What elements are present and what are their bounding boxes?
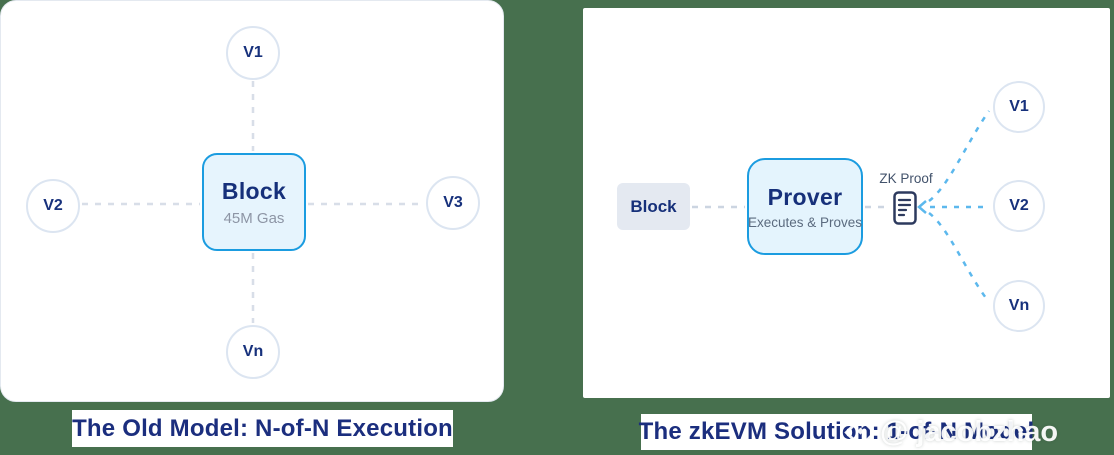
block-label: Block bbox=[630, 196, 677, 216]
validator-label: V1 bbox=[1009, 98, 1029, 115]
validator-node-vn: Vn bbox=[226, 325, 280, 379]
old-model-caption: The Old Model: N-of-N Execution bbox=[72, 410, 453, 447]
prover-node: Prover Executes & Proves bbox=[747, 158, 863, 255]
prover-title: Prover bbox=[767, 183, 843, 210]
validator-node-v3: V3 bbox=[426, 176, 480, 230]
block-node: Block 45M Gas bbox=[202, 153, 306, 251]
block-title: Block bbox=[221, 177, 287, 204]
validator-node-v1-right: V1 bbox=[993, 81, 1045, 133]
arrowhead-icon bbox=[917, 200, 927, 214]
block-node-right: Block bbox=[617, 183, 690, 230]
watermark-text: @ jacobzhao bbox=[880, 415, 1059, 448]
block-subtitle: 45M Gas bbox=[223, 209, 285, 227]
caption-text: The Old Model: N-of-N Execution bbox=[72, 414, 453, 442]
validator-node-vn-right: Vn bbox=[993, 280, 1045, 332]
caption-text: The zkEVM Solution: 1-of-N Model bbox=[638, 418, 1035, 445]
validator-node-v2-right: V2 bbox=[993, 180, 1045, 232]
zk-proof-label: ZK Proof bbox=[879, 171, 933, 186]
zkevm-caption: The zkEVM Solution: 1-of-N Model bbox=[638, 414, 1035, 450]
validator-label: V2 bbox=[1009, 197, 1029, 214]
validator-label: Vn bbox=[242, 343, 264, 360]
validator-label: V3 bbox=[443, 194, 463, 211]
validator-node-v2: V2 bbox=[26, 179, 80, 233]
watermark: @ jacobzhao bbox=[844, 412, 1059, 452]
validator-label: V1 bbox=[243, 44, 263, 61]
zkevm-panel: Block Prover Executes & Proves ZK Proof … bbox=[583, 8, 1110, 398]
watermark-logo-diamond-icon bbox=[844, 415, 877, 449]
validator-label: V2 bbox=[43, 197, 63, 214]
old-model-panel: V1 V2 V3 Vn Block 45M Gas bbox=[0, 0, 504, 402]
validator-node-v1: V1 bbox=[226, 26, 280, 80]
validator-label: Vn bbox=[1008, 297, 1030, 314]
proof-document-icon bbox=[893, 191, 917, 225]
prover-subtitle: Executes & Proves bbox=[747, 214, 863, 230]
